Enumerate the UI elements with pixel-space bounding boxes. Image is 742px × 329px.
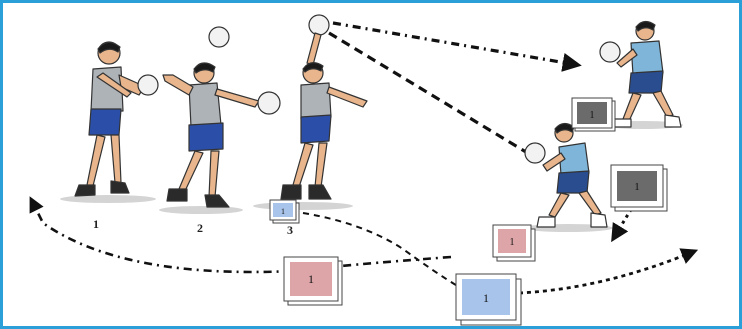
- serve-trajectory-middle: [329, 33, 531, 155]
- volleyball-serve-illustration: 1 1 1 1 1 1: [3, 3, 742, 329]
- card-label: 1: [308, 272, 314, 286]
- card-pink-small: 1: [493, 225, 535, 261]
- card-label: 1: [590, 110, 595, 121]
- player-figure-1: [75, 42, 158, 196]
- receiver-shorts: [557, 171, 589, 193]
- card-label: 1: [634, 181, 640, 193]
- player-shirt: [301, 83, 331, 119]
- card-blue-small: 1: [270, 200, 299, 223]
- player-figure-2: [163, 27, 280, 207]
- player-shorts: [89, 109, 121, 135]
- card-label: 1: [281, 207, 285, 216]
- card-blue-large: 1: [456, 274, 521, 325]
- return-trajectory-right: [519, 251, 695, 293]
- card-gray-small: 1: [572, 98, 615, 131]
- card-gray-large: 1: [611, 165, 667, 211]
- step-number-2: 2: [197, 221, 203, 236]
- card-pink-large: 1: [284, 257, 342, 305]
- step-number-1: 1: [93, 217, 99, 232]
- player-figure-3: [281, 15, 367, 199]
- player-shorts: [301, 115, 331, 143]
- card-label: 1: [510, 237, 515, 248]
- receiver-shirt: [631, 41, 663, 75]
- step-number-3: 3: [287, 223, 293, 238]
- card-label: 1: [483, 291, 489, 305]
- receiver-figure-middle: [525, 123, 607, 227]
- receiver-shorts: [629, 71, 663, 93]
- player-shorts: [189, 123, 223, 151]
- ground-shadows: [60, 121, 683, 232]
